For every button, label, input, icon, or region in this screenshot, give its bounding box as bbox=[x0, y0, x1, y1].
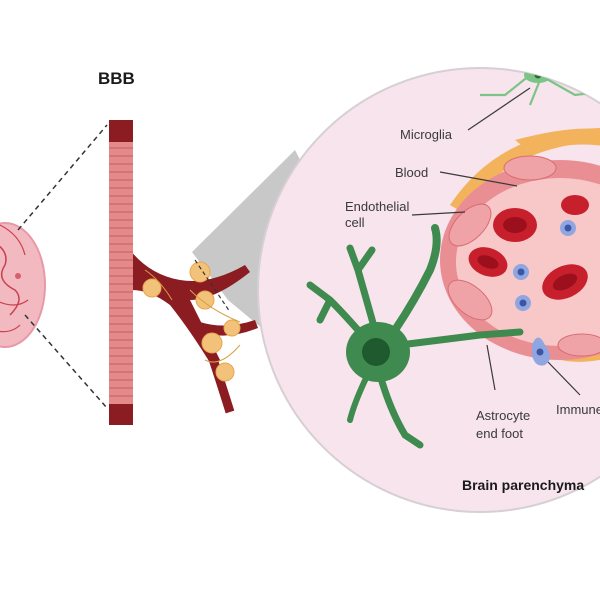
brain-icon bbox=[0, 222, 46, 348]
label-immune-cell: Immune cell bbox=[556, 402, 600, 417]
zoom-line-bottom bbox=[24, 314, 108, 409]
label-endothelial-line2: cell bbox=[345, 215, 365, 230]
label-astrocyte-line2: end foot bbox=[476, 426, 523, 441]
label-brain-parenchyma: Brain parenchyma bbox=[462, 477, 584, 493]
diagram-title: BBB bbox=[98, 69, 135, 88]
red-blood-cell-icon bbox=[468, 195, 589, 300]
zoom-line-top bbox=[17, 124, 108, 231]
label-microglia: Microglia bbox=[400, 127, 453, 142]
label-astrocyte-line1: Astrocyte bbox=[476, 408, 530, 423]
immune-cell-icon bbox=[513, 220, 576, 366]
label-endothelial-line1: Endothelial bbox=[345, 199, 409, 214]
astrocyte-icon bbox=[306, 224, 524, 449]
label-blood: Blood bbox=[395, 165, 428, 180]
label-leaders bbox=[411, 87, 581, 396]
blood-vessel-icon bbox=[109, 120, 258, 425]
